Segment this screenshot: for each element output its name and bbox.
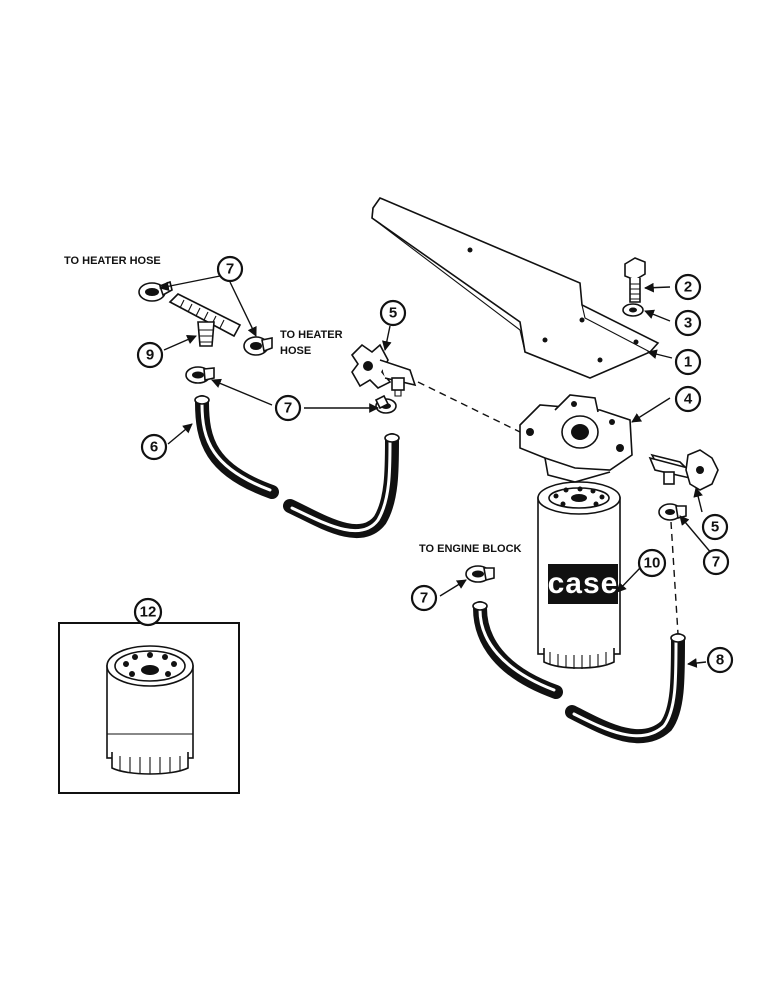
bracket-hole-icon [579,317,585,323]
inset-filter [106,645,194,775]
callout-7-right: 7 [702,548,730,576]
case-logo-text: case [548,567,619,600]
callout-12: 12 [133,597,163,627]
tee-fitting [168,293,242,347]
coolant-filter: case [537,481,621,669]
mounting-bracket [371,197,660,379]
case-logo-icon [548,564,618,604]
shutoff-valve-upper [350,343,417,397]
callout-7-engine: 7 [410,584,438,612]
callout-label: 10 [644,555,661,572]
bolt [624,257,646,303]
washer [622,303,644,317]
hose-clamp-top-left [138,280,173,302]
note-to-heater-hose-left: TO HEATER HOSE [64,255,161,267]
callout-label: 7 [712,554,720,571]
callout-8: 8 [706,646,734,674]
callout-7-middle: 7 [274,394,302,422]
callout-7-top: 7 [216,255,244,283]
callout-label: 7 [226,261,234,278]
coolant-hose-right [472,601,686,744]
assembly-line [417,381,521,433]
bracket-hole-icon [597,357,603,363]
callout-9: 9 [136,341,164,369]
coolant-hose-left [194,395,400,538]
callout-label: 1 [684,354,692,371]
hose-clamp-mid-left [185,366,215,384]
callout-4: 4 [674,385,702,413]
bracket-hole-icon [542,337,548,343]
callout-label: 3 [684,315,692,332]
callout-label: 9 [146,347,154,364]
callout-5-upper: 5 [379,299,407,327]
callout-label: 2 [684,279,692,296]
inset-panel [58,622,240,794]
callout-1: 1 [674,348,702,376]
bracket-hole-icon [633,339,639,345]
hose-clamp-mid-right [374,394,397,414]
bracket-hole-icon [467,247,473,253]
callout-label: 7 [284,400,292,417]
callout-label: 4 [684,391,693,408]
callout-label: 7 [420,590,428,607]
filter-head [519,394,633,483]
note-to-heater-hose-right-line2: HOSE [280,345,311,357]
callout-6: 6 [140,433,168,461]
callout-2: 2 [674,273,702,301]
hose-clamp-lower-right [658,503,687,521]
leader-lines [159,275,713,668]
hose-clamp-engine [465,565,495,583]
callout-label: 5 [389,305,397,322]
callout-label: 8 [716,652,724,669]
hose-clamp-top-right [243,336,273,356]
callout-label: 5 [711,519,719,536]
callout-5-lower: 5 [701,513,729,541]
callout-3: 3 [674,309,702,337]
shutoff-valve-lower [648,449,719,491]
callout-label: 12 [140,604,157,621]
note-to-heater-hose-right-line1: TO HEATER [280,329,343,341]
callout-label: 6 [150,439,158,456]
note-to-engine-block: TO ENGINE BLOCK [419,543,522,555]
callout-10: 10 [637,548,667,578]
assembly-line [670,521,679,635]
